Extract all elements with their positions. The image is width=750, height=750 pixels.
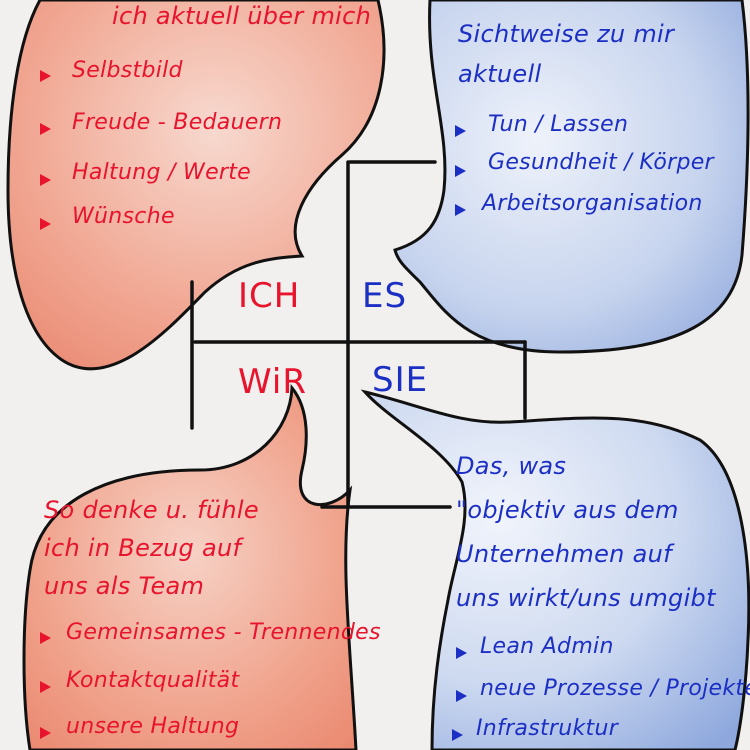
bullet-triangle-icon (40, 727, 51, 739)
bullet-triangle-icon (456, 690, 467, 702)
es-heading-line: aktuell (458, 60, 542, 88)
wir-item: unsere Haltung (66, 714, 240, 739)
ich-item: Freude - Bedauern (72, 110, 283, 135)
bullet-triangle-icon (40, 681, 51, 693)
bullet-triangle-icon (452, 729, 463, 741)
bullet-triangle-icon (455, 125, 466, 137)
sie-item: Infrastruktur (476, 716, 619, 741)
bullet-triangle-icon (40, 174, 51, 186)
wir-heading-line: uns als Team (44, 572, 205, 600)
es-item: Gesundheit / Körper (488, 150, 714, 175)
sie-item: neue Prozesse / Projekte (480, 676, 750, 701)
wir-item: Kontaktqualität (66, 668, 240, 693)
wir-label: WiR (238, 362, 307, 402)
bullet-triangle-icon (456, 647, 467, 659)
bullet-triangle-icon (40, 123, 51, 135)
wir-heading-line: So denke u. fühle (44, 496, 259, 524)
ich-item: Selbstbild (72, 58, 183, 83)
wir-item: Gemeinsames - Trennendes (66, 620, 381, 645)
sie-label: SIE (372, 360, 429, 400)
center-cross (190, 160, 527, 509)
ich-label: ICH (238, 276, 301, 316)
ich-heading-line: ich aktuell über mich (112, 2, 372, 30)
sie-heading-line: Das, was (456, 452, 567, 480)
bullet-triangle-icon (455, 165, 466, 177)
sie-heading-line: uns wirkt/uns umgibt (456, 584, 716, 612)
es-heading-line: Sichtweise zu mir (458, 20, 675, 48)
es-label: ES (362, 276, 408, 316)
es-item: Arbeitsorganisation (482, 191, 703, 216)
wir-bubble (22, 384, 358, 750)
bullet-triangle-icon (40, 218, 51, 230)
bullet-triangle-icon (40, 70, 51, 82)
sie-heading-line: "objektiv aus dem (456, 496, 679, 524)
wir-heading-line: ich in Bezug auf (44, 534, 242, 562)
bullet-triangle-icon (40, 632, 51, 644)
ich-item: Haltung / Werte (72, 160, 252, 185)
sie-bubble (360, 389, 750, 750)
bullet-triangle-icon (455, 204, 466, 216)
ich-item: Wünsche (72, 204, 175, 229)
es-bubble (393, 0, 750, 354)
sie-heading-line: Unternehmen auf (456, 540, 672, 568)
es-item: Tun / Lassen (488, 112, 629, 137)
sie-item: Lean Admin (480, 634, 614, 659)
